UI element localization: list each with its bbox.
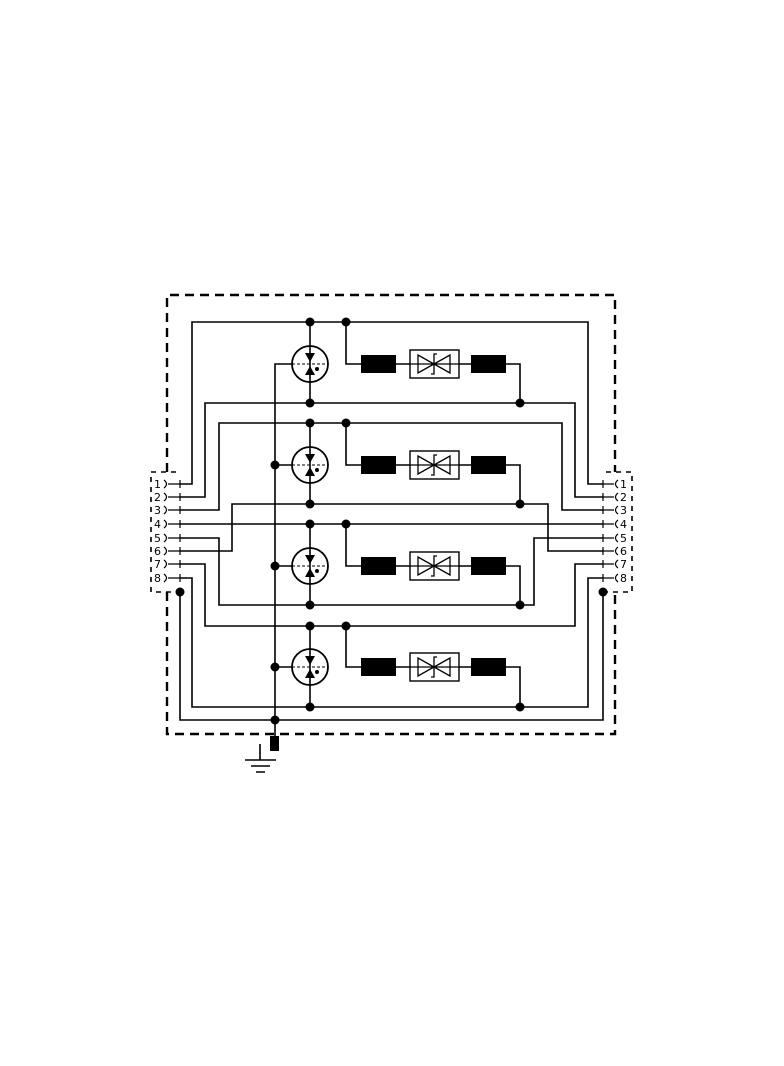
arrow-up-icon xyxy=(305,568,315,577)
left-pin-label: 1 xyxy=(154,478,161,491)
arrow-down-icon xyxy=(305,454,315,463)
wire xyxy=(345,626,521,707)
inductor-icon xyxy=(471,557,506,575)
junction-dot xyxy=(305,398,315,408)
inductor-icon xyxy=(361,456,396,474)
left-pin-label: 4 xyxy=(154,518,161,531)
right-pin-contact xyxy=(602,546,619,556)
junction-dot xyxy=(305,499,315,509)
left-pin-label: 2 xyxy=(154,491,161,504)
bidirectional-tvs-diode-icon xyxy=(410,656,459,678)
inductor-icon xyxy=(471,456,506,474)
right-pin-label: 4 xyxy=(620,518,627,531)
junction-dot xyxy=(305,600,315,610)
gdt-dot xyxy=(315,468,319,472)
protection-stages xyxy=(270,317,525,712)
wire-line-2 xyxy=(180,402,603,498)
protection-stage xyxy=(291,317,525,408)
right-pin-label: 6 xyxy=(620,545,627,558)
wire-line-1 xyxy=(180,321,603,485)
junction-dot xyxy=(270,460,280,470)
inductor-icon xyxy=(361,658,396,676)
bidirectional-tvs-diode-icon xyxy=(410,353,459,375)
right-pin-label: 8 xyxy=(620,572,627,585)
left-pin-label: 8 xyxy=(154,572,161,585)
arrow-up-icon xyxy=(305,669,315,678)
junction-dot xyxy=(305,621,315,631)
right-pin-label: 5 xyxy=(620,532,627,545)
arrow-up-icon xyxy=(305,366,315,375)
junction-dot xyxy=(175,587,185,597)
ground-terminal xyxy=(270,736,279,751)
left-pin-contact xyxy=(163,573,181,583)
wire-ground-rail xyxy=(274,363,292,736)
junction-dot xyxy=(270,715,280,725)
bidirectional-tvs-diode-icon xyxy=(410,454,459,476)
protection-stage xyxy=(270,418,525,509)
right-connector-outline xyxy=(606,471,633,593)
junction-dot xyxy=(305,519,315,529)
wire-line-3 xyxy=(180,422,603,511)
junction-dot xyxy=(598,587,608,597)
inductor-icon xyxy=(471,658,506,676)
junction-dot xyxy=(305,317,315,327)
left-pin-contact xyxy=(163,533,181,543)
arrow-down-icon xyxy=(305,353,315,362)
ground-icon xyxy=(245,744,276,773)
arrow-up-icon xyxy=(305,467,315,476)
junction-dot xyxy=(305,702,315,712)
inductor-icon xyxy=(361,557,396,575)
left-connector-outline xyxy=(150,471,176,593)
gdt-dot xyxy=(315,367,319,371)
arrow-down-icon xyxy=(305,555,315,564)
right-pin-label: 2 xyxy=(620,491,627,504)
wire-shield-ground xyxy=(179,592,604,721)
junction-dot xyxy=(270,561,280,571)
left-pin-label: 3 xyxy=(154,504,161,517)
wire-line-8 xyxy=(180,577,603,708)
enclosure-outline-bottom xyxy=(165,592,617,736)
inductor-icon xyxy=(471,355,506,373)
gdt-dot xyxy=(315,569,319,573)
gdt-dot xyxy=(315,670,319,674)
left-pin-label: 7 xyxy=(154,558,161,571)
enclosure-outline xyxy=(165,293,617,472)
inductor-icon xyxy=(361,355,396,373)
right-pin-contact xyxy=(602,559,619,569)
left-pin-label: 5 xyxy=(154,532,161,545)
right-pin-label: 7 xyxy=(620,558,627,571)
right-pin-label: 3 xyxy=(620,504,627,517)
bidirectional-tvs-diode-icon xyxy=(410,555,459,577)
right-pin-contact xyxy=(602,519,619,529)
wire-line-5 xyxy=(180,537,603,606)
wire xyxy=(345,524,521,605)
left-pin-contact xyxy=(163,492,181,502)
left-pin-label: 6 xyxy=(154,545,161,558)
wiring xyxy=(175,321,608,736)
left-pin-contact xyxy=(163,559,181,569)
protection-stage xyxy=(270,519,525,610)
right-pin-contact xyxy=(602,492,619,502)
right-pin-contact xyxy=(602,505,619,515)
junction-dot xyxy=(305,418,315,428)
right-pin-contact xyxy=(602,573,619,583)
wire-line-6 xyxy=(180,503,603,552)
left-pin-contact xyxy=(163,479,181,489)
wire xyxy=(345,322,521,403)
arrow-down-icon xyxy=(305,656,315,665)
protection-stage xyxy=(270,621,525,712)
left-pin-contact xyxy=(163,519,181,529)
right-pin-contact xyxy=(602,479,619,489)
wire xyxy=(345,423,521,504)
right-pin-label: 1 xyxy=(620,478,627,491)
left-pin-contact xyxy=(163,546,181,556)
right-pin-contact xyxy=(602,533,619,543)
junction-dot xyxy=(270,662,280,672)
wire-line-7 xyxy=(180,563,603,627)
left-pin-contact xyxy=(163,505,181,515)
